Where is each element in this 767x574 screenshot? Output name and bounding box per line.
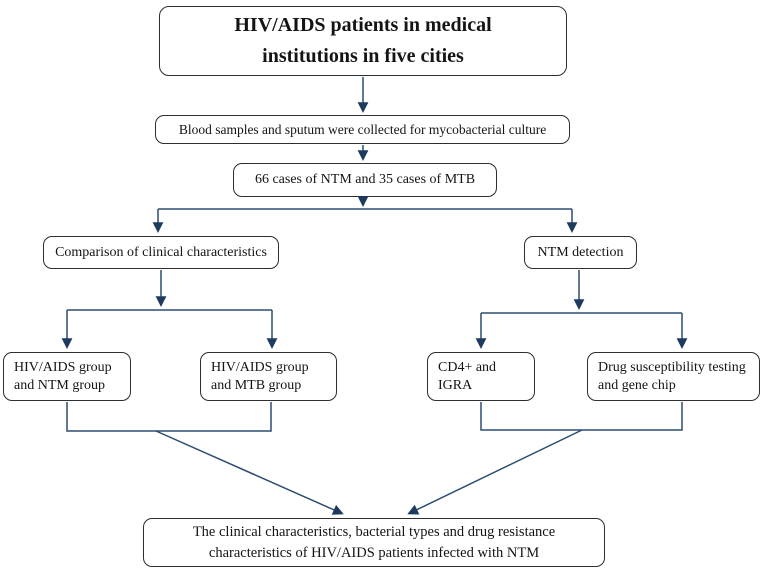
- node-title-line-1: HIV/AIDS patients in medical: [234, 14, 492, 36]
- node-case-counts-text: 66 cases of NTM and 35 cases of MTB: [254, 172, 476, 187]
- edge-right-merge: [480, 402, 683, 431]
- node-sample-collection: Blood samples and sputum were collected …: [155, 115, 570, 144]
- node-hiv-ntm-group-line-1: HIV/AIDS group: [14, 359, 112, 375]
- node-outcome-line-1: The clinical characteristics, bacterial …: [192, 523, 556, 540]
- node-ntm-detection: NTM detection: [524, 236, 637, 269]
- node-drug-testing-line-1: Drug susceptibility testing: [598, 359, 746, 375]
- node-clinical-comparison: Comparison of clinical characteristics: [43, 236, 279, 269]
- edge-left-merge: [66, 402, 272, 432]
- edge-right-merge-to-outcome: [407, 429, 583, 515]
- node-hiv-ntm-group-line-2: and NTM group: [14, 377, 105, 393]
- node-case-counts: 66 cases of NTM and 35 cases of MTB: [233, 163, 497, 197]
- edge-left-merge-to-outcome: [155, 430, 344, 515]
- node-hiv-mtb-group-line-1: HIV/AIDS group: [211, 359, 309, 375]
- node-outcome: The clinical characteristics, bacterial …: [143, 518, 605, 567]
- node-hiv-mtb-group: HIV/AIDS group and MTB group: [200, 352, 337, 401]
- node-drug-testing-line-2: and gene chip: [598, 377, 676, 393]
- node-clinical-comparison-text: Comparison of clinical characteristics: [55, 244, 267, 260]
- node-outcome-line-2: characteristics of HIV/AIDS patients inf…: [208, 544, 540, 561]
- node-ntm-detection-text: NTM detection: [537, 244, 624, 260]
- node-cd4-igra-line-2: IGRA: [438, 377, 473, 393]
- node-cd4-igra-line-1: CD4+ and: [438, 359, 497, 375]
- node-cd4-igra: CD4+ and IGRA: [427, 352, 535, 401]
- node-hiv-mtb-group-line-2: and MTB group: [211, 377, 302, 393]
- node-title-line-2: institutions in five cities: [262, 45, 464, 67]
- node-hiv-ntm-group: HIV/AIDS group and NTM group: [3, 352, 131, 401]
- node-title: HIV/AIDS patients in medical institution…: [159, 6, 567, 76]
- node-sample-collection-text: Blood samples and sputum were collected …: [178, 121, 547, 137]
- node-drug-testing: Drug susceptibility testing and gene chi…: [587, 352, 760, 401]
